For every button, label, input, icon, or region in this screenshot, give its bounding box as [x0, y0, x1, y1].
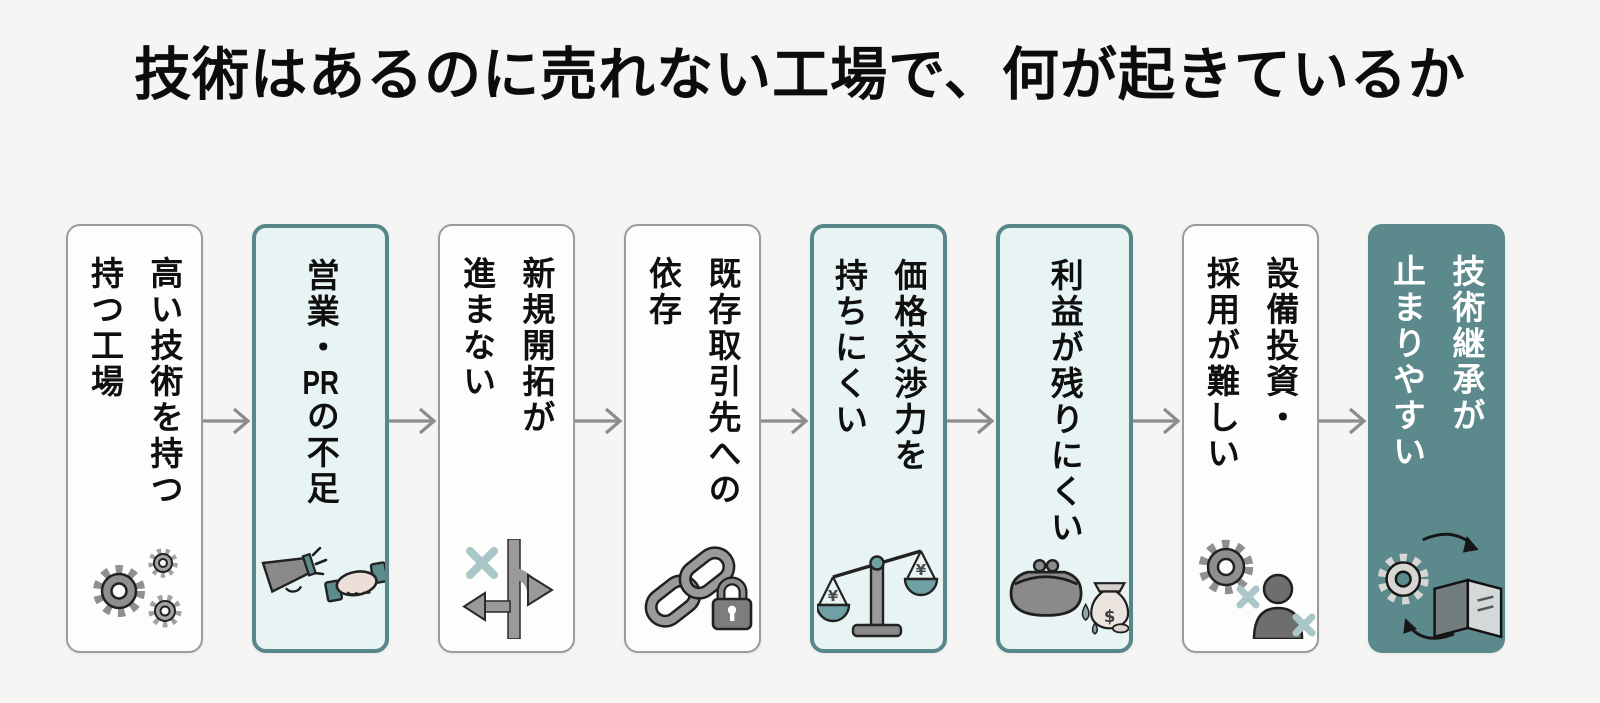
arrow-right-icon: [947, 407, 995, 435]
flow-connector: [203, 224, 252, 653]
arrow-right-icon: [1319, 407, 1367, 435]
flow-card-1: 高い技術を持つ 持つ工場: [66, 224, 203, 653]
arrow-right-icon: [1133, 407, 1181, 435]
flow-connector: [389, 224, 438, 653]
card-text: 価格交渉力を 持ちにくい: [830, 258, 927, 474]
card-text: 技術継承が 止まりやすい: [1388, 254, 1485, 470]
flow-card-8: 技術継承が 止まりやすい: [1368, 224, 1505, 653]
svg-text:$: $: [1104, 607, 1116, 626]
arrow-right-icon: [389, 407, 437, 435]
card-text: 利益が残りにくい: [1046, 258, 1084, 546]
flow-card-2: 営業・PRの不足: [252, 224, 389, 653]
process-flow: 高い技術を持つ 持つ工場: [66, 224, 1505, 653]
arrow-right-icon: [575, 407, 623, 435]
flow-card-3: 新規開拓が 進まない: [438, 224, 575, 653]
card-text: 営業・PRの不足: [302, 258, 340, 507]
arrow-right-icon: [203, 407, 251, 435]
flow-card-5: 価格交渉力を 持ちにくい ¥ ¥: [810, 224, 947, 653]
page-title: 技術はあるのに売れない工場で、何が起きているか: [134, 43, 1466, 107]
card-text: 新規開拓が 進まない: [458, 256, 555, 436]
arrow-right-icon: [761, 407, 809, 435]
flow-connector: [1133, 224, 1182, 653]
flow-connector: [947, 224, 996, 653]
flow-card-4: 既存取引先への 依存: [624, 224, 761, 653]
flow-card-6: 利益が残りにくい $: [996, 224, 1133, 653]
flow-connector: [575, 224, 624, 653]
card-text: 設備投資・ 採用が難しい: [1202, 256, 1299, 472]
card-text: 高い技術を持つ 持つ工場: [86, 256, 183, 508]
flow-card-7: 設備投資・ 採用が難しい: [1182, 224, 1319, 653]
flow-connector: [761, 224, 810, 653]
card-text: 既存取引先への 依存: [644, 256, 741, 508]
flow-connector: [1319, 224, 1368, 653]
